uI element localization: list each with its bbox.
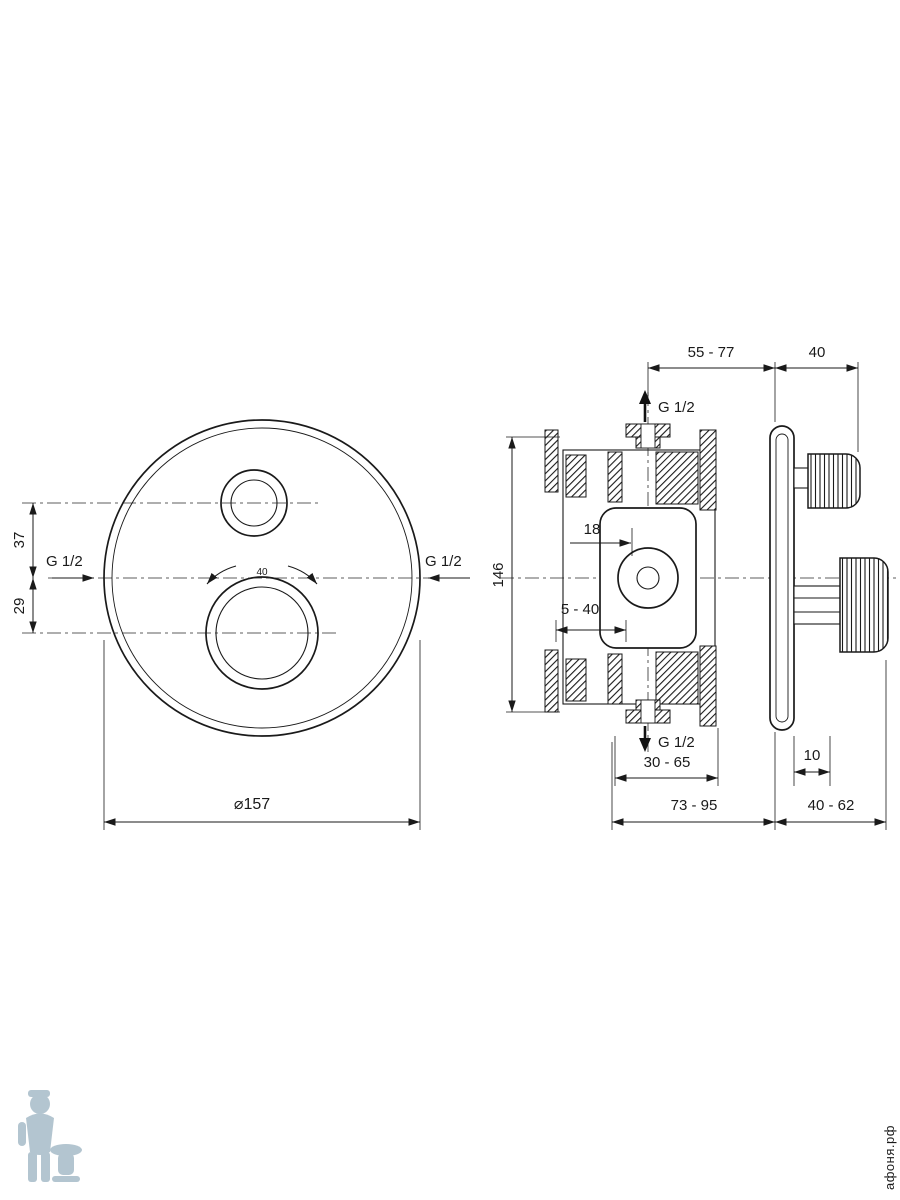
watermark-logo bbox=[18, 1090, 82, 1182]
mounting-rail-top bbox=[544, 429, 559, 493]
temp-knob-mark-label: 40 bbox=[256, 567, 268, 578]
outlet-top-arrow-head bbox=[639, 390, 651, 404]
faceplate-outer-circle bbox=[103, 419, 421, 737]
front-view: 40 37 29 G 1/2 G 1/2 ⌀157 bbox=[11, 419, 472, 830]
dim-55-77-label: 55 - 77 bbox=[688, 344, 735, 361]
toilet-foot bbox=[52, 1176, 80, 1182]
temp-scale-arrow-right bbox=[287, 565, 318, 585]
bottom-connector-bore bbox=[640, 699, 656, 724]
escutcheon-plate bbox=[769, 425, 795, 731]
faceplate-inner-circle bbox=[111, 427, 413, 729]
top-connector-bore bbox=[640, 423, 656, 449]
watermark-site-text: афоня.рф bbox=[882, 1125, 897, 1190]
temp-handle-knurled bbox=[839, 557, 889, 653]
dim-40-label: 40 bbox=[809, 344, 826, 361]
toilet-base bbox=[58, 1153, 74, 1175]
temp-knob-outer-circle bbox=[205, 576, 319, 690]
outlet-bottom-arrow-head bbox=[639, 738, 651, 752]
temp-scale-arrow-left bbox=[206, 565, 237, 585]
housing-hatch-block bbox=[565, 658, 587, 702]
escutcheon-plate-inner bbox=[775, 433, 789, 723]
dim-5-40-label: 5 - 40 bbox=[561, 601, 599, 618]
inlet-left-label: G 1/2 bbox=[46, 553, 83, 570]
plumber-arm bbox=[18, 1122, 26, 1146]
housing-hatch-block bbox=[655, 651, 699, 705]
dim-30-65-label: 30 - 65 bbox=[644, 754, 691, 771]
dim-40-62-label: 40 - 62 bbox=[808, 797, 855, 814]
cartridge-outlet-circle bbox=[617, 547, 679, 609]
inlet-right-label: G 1/2 bbox=[425, 553, 462, 570]
side-view: 55 - 77 40 G 1/2 146 18 5 - 40 G 1/2 30 … bbox=[490, 344, 896, 830]
dim-10-label: 10 bbox=[804, 747, 821, 764]
dim-73-95-label: 73 - 95 bbox=[671, 797, 718, 814]
diverter-knob-inner-circle bbox=[230, 479, 278, 527]
temp-handle-stem bbox=[793, 585, 841, 625]
mounting-rail-bottom bbox=[544, 649, 559, 713]
cartridge-outlet-inner bbox=[636, 566, 660, 590]
housing-hatch-block bbox=[655, 451, 699, 505]
dim-37-label: 37 bbox=[11, 532, 28, 549]
toilet-seat bbox=[50, 1144, 82, 1156]
dim-157-label: ⌀157 bbox=[234, 796, 270, 813]
housing-hatch-block bbox=[699, 429, 717, 511]
dim-29-label: 29 bbox=[11, 598, 28, 615]
housing-hatch-block bbox=[607, 653, 623, 705]
housing-hatch-block bbox=[565, 454, 587, 498]
temp-knob-inner-circle bbox=[215, 586, 309, 680]
outlet-top-label: G 1/2 bbox=[658, 399, 695, 416]
housing-hatch-block bbox=[607, 451, 623, 503]
plumber-body bbox=[26, 1113, 54, 1155]
diverter-handle-knurled bbox=[807, 453, 861, 509]
housing-hatch-block bbox=[699, 645, 717, 727]
plumber-head bbox=[30, 1094, 50, 1114]
dim-18-label: 18 bbox=[584, 521, 601, 538]
diverter-knob-outer-circle bbox=[220, 469, 288, 537]
plumber-leg bbox=[28, 1152, 37, 1182]
dim-146-label: 146 bbox=[490, 562, 507, 587]
outlet-bottom-label: G 1/2 bbox=[658, 734, 695, 751]
plumber-leg bbox=[41, 1152, 50, 1182]
